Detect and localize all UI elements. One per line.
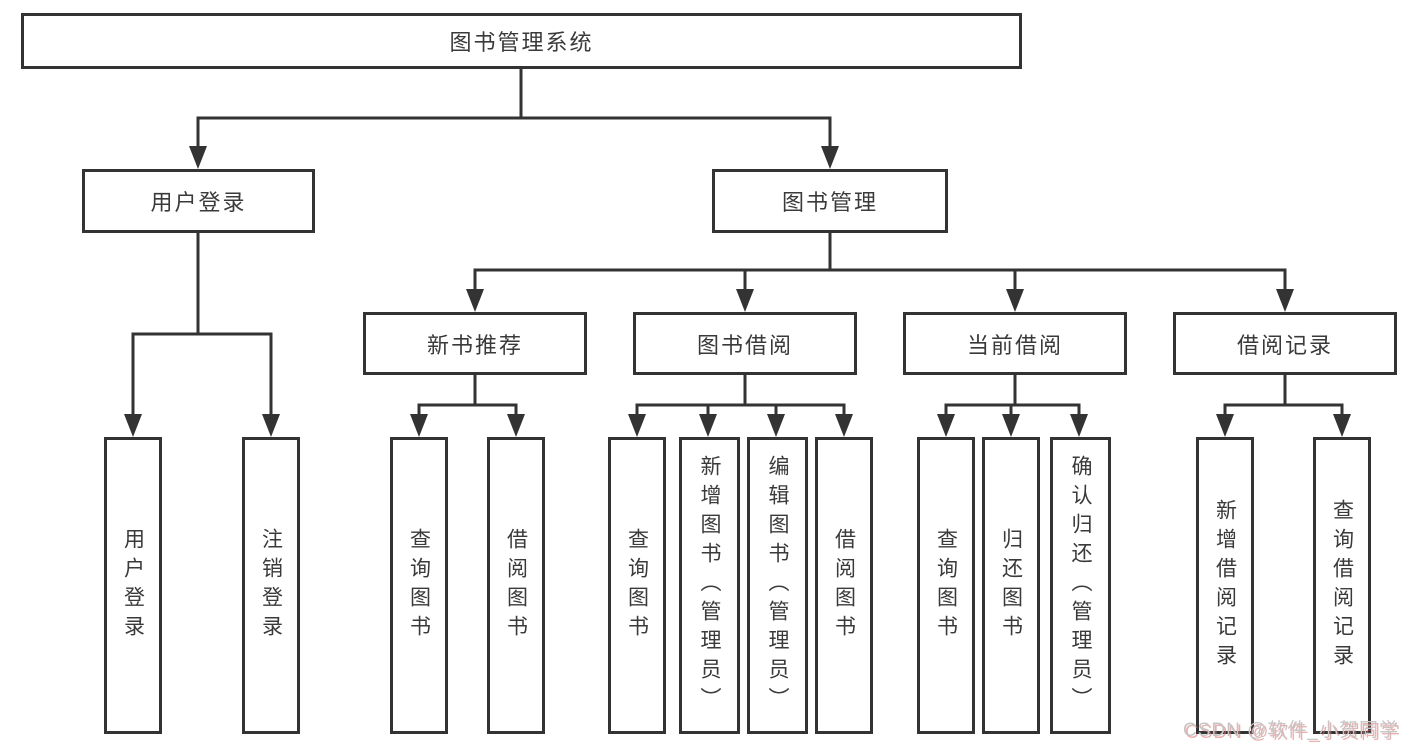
leaf-label: 新增借阅记录 bbox=[1213, 498, 1237, 673]
leaf-label: 查询借阅记录 bbox=[1330, 498, 1354, 673]
leaf-label: 归还图书 bbox=[999, 527, 1023, 644]
node-label: 用户登录 bbox=[150, 190, 247, 215]
node-label: 借阅记录 bbox=[1236, 332, 1333, 358]
node-user-login: 用户登录 bbox=[82, 169, 315, 233]
node-root-system: 图书管理系统 bbox=[21, 13, 1022, 69]
node-book-management: 图书管理 bbox=[712, 169, 948, 233]
leaf-label: 借阅图书 bbox=[504, 527, 528, 644]
leaf-label: 确认归还（管理员） bbox=[1069, 455, 1092, 716]
leaf-query-books-borrow: 查询图书 bbox=[608, 437, 666, 734]
node-borrow-records: 借阅记录 bbox=[1173, 312, 1397, 375]
arrowheads bbox=[124, 146, 1351, 437]
leaf-borrow-books-recommend: 借阅图书 bbox=[487, 437, 545, 734]
leaf-label: 查询图书 bbox=[407, 527, 431, 644]
node-label: 图书借阅 bbox=[696, 332, 793, 358]
node-label: 当前借阅 bbox=[966, 332, 1063, 358]
leaf-user-login: 用户登录 bbox=[104, 437, 162, 734]
leaf-query-books-recommend: 查询图书 bbox=[390, 437, 448, 734]
leaf-label: 编辑图书（管理员） bbox=[766, 455, 789, 716]
leaf-label: 查询图书 bbox=[934, 527, 958, 644]
node-label: 图书管理 bbox=[781, 190, 878, 215]
leaf-query-borrow-record: 查询借阅记录 bbox=[1313, 437, 1371, 734]
node-label: 新书推荐 bbox=[426, 332, 523, 358]
leaf-return-books: 归还图书 bbox=[982, 437, 1040, 734]
csdn-watermark: CSDN @软件_小贺同学 bbox=[1183, 720, 1399, 741]
leaf-label: 用户登录 bbox=[121, 527, 145, 644]
leaf-edit-books-admin: 编辑图书（管理员） bbox=[747, 437, 808, 734]
node-new-book-recommend: 新书推荐 bbox=[363, 312, 587, 375]
node-book-borrow: 图书借阅 bbox=[633, 312, 857, 375]
leaf-query-books-current: 查询图书 bbox=[917, 437, 975, 734]
leaf-label: 查询图书 bbox=[625, 527, 649, 644]
node-label: 图书管理系统 bbox=[449, 30, 594, 55]
leaf-borrow-books: 借阅图书 bbox=[815, 437, 873, 734]
leaf-add-borrow-record: 新增借阅记录 bbox=[1196, 437, 1254, 734]
leaf-label: 借阅图书 bbox=[832, 527, 856, 644]
leaf-logout: 注销登录 bbox=[242, 437, 300, 734]
leaf-label: 新增图书（管理员） bbox=[698, 455, 721, 716]
leaf-label: 注销登录 bbox=[259, 527, 283, 644]
leaf-confirm-return-admin: 确认归还（管理员） bbox=[1050, 437, 1111, 734]
node-current-borrow: 当前借阅 bbox=[903, 312, 1127, 375]
leaf-add-books-admin: 新增图书（管理员） bbox=[679, 437, 740, 734]
